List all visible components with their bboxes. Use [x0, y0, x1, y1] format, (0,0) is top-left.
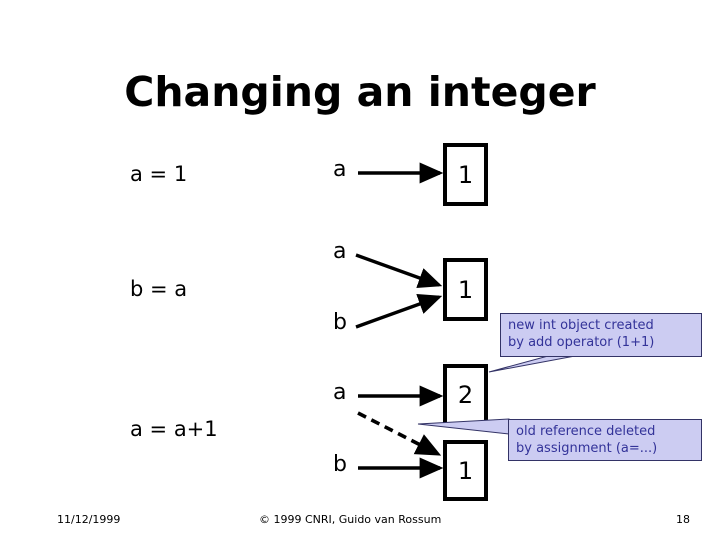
arrow-b-to-box2 [355, 294, 443, 329]
callout-leader-new-object [488, 355, 576, 373]
statement-increment: a = a+1 [130, 417, 218, 441]
object-box-row3-new: 2 [443, 364, 488, 426]
variable-label-b-row2: b [333, 310, 347, 335]
statement-alias: b = a [130, 277, 188, 301]
page-title: Changing an integer [124, 68, 596, 116]
callout-old-reference: old reference deleted by assignment (a=.… [508, 419, 702, 461]
arrow-a-to-box4-deleted [357, 411, 442, 456]
footer-page-number: 18 [676, 513, 690, 526]
variable-label-a-row1: a [333, 157, 347, 182]
variable-label-b-row3: b [333, 452, 347, 477]
variable-label-a-row3: a [333, 380, 347, 405]
object-box-row1: 1 [443, 143, 488, 206]
callout-new-object: new int object created by add operator (… [500, 313, 702, 357]
footer-copyright: © 1999 CNRI, Guido van Rossum [259, 513, 442, 526]
object-box-row3-old: 1 [443, 440, 488, 501]
footer-date: 11/12/1999 [57, 513, 121, 526]
variable-label-a-row2: a [333, 239, 347, 264]
object-box-row2: 1 [443, 258, 488, 321]
arrow-a-to-box2 [355, 253, 443, 288]
statement-assign-literal: a = 1 [130, 162, 188, 186]
